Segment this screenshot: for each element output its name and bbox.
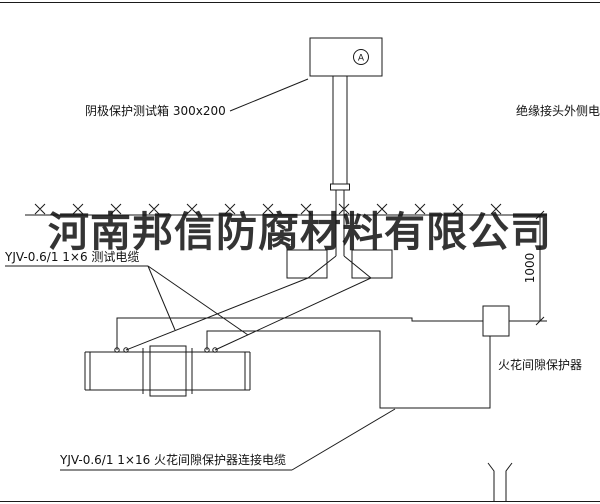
cable-weld-dot [114,347,120,353]
test-box-group: A [309,37,383,77]
cables-group [116,255,491,409]
test-cable-leader-2 [147,265,249,336]
cable-weld-dot [123,347,129,353]
cable-weld-dot [204,347,210,353]
test-box [309,37,383,77]
spark-gap-label: 火花间隙保护器 [498,357,582,372]
test-post [330,76,350,256]
company-watermark: 河南邦信防腐材料有限公司 [48,208,552,256]
insulated-joint-cable-label: 绝缘接头外侧电缆 [516,103,600,118]
test-cable-annotation: YJV-0.6/1 1×6 测试电缆 [4,249,249,336]
grass-marks [34,203,502,215]
meter-letter: A [358,54,365,64]
dimension-tick-top [535,210,545,220]
dimension-tick-bottom [535,316,545,326]
test-cable-left [125,255,337,351]
protector-cable-upper [116,317,483,350]
meter-circle-icon [353,49,369,65]
spark-gap-protector [482,305,510,337]
test-cable-leader-1 [147,265,176,331]
test-box-annotation: 阴极保护测试箱 300x200 [85,78,309,118]
spark-gap-cable-label: YJV-0.6/1 1×16 火花间隙保护器连接电缆 [59,452,286,467]
insulating-joint [149,345,187,397]
conduit-riser-icon [487,462,513,502]
test-cable-right [214,255,372,351]
protector-cable-annotation: YJV-0.6/1 1×16 火花间隙保护器连接电缆 [59,408,396,471]
ground-group [25,203,532,216]
post-coupling [330,183,350,191]
test-box-label: 阴极保护测试箱 300x200 [85,103,226,118]
test-box-leader [229,78,309,112]
pipeline-group [84,345,251,397]
cable-weld-dot [212,347,218,353]
protector-cable-lower [206,330,491,409]
test-cable-label: YJV-0.6/1 1×6 测试电缆 [4,249,139,264]
dimension-text: 1000 [523,253,537,284]
spark-gap-cable-leader [291,408,396,471]
concrete-foundation-right [351,249,393,279]
dimension-group: 1000 [509,210,547,326]
